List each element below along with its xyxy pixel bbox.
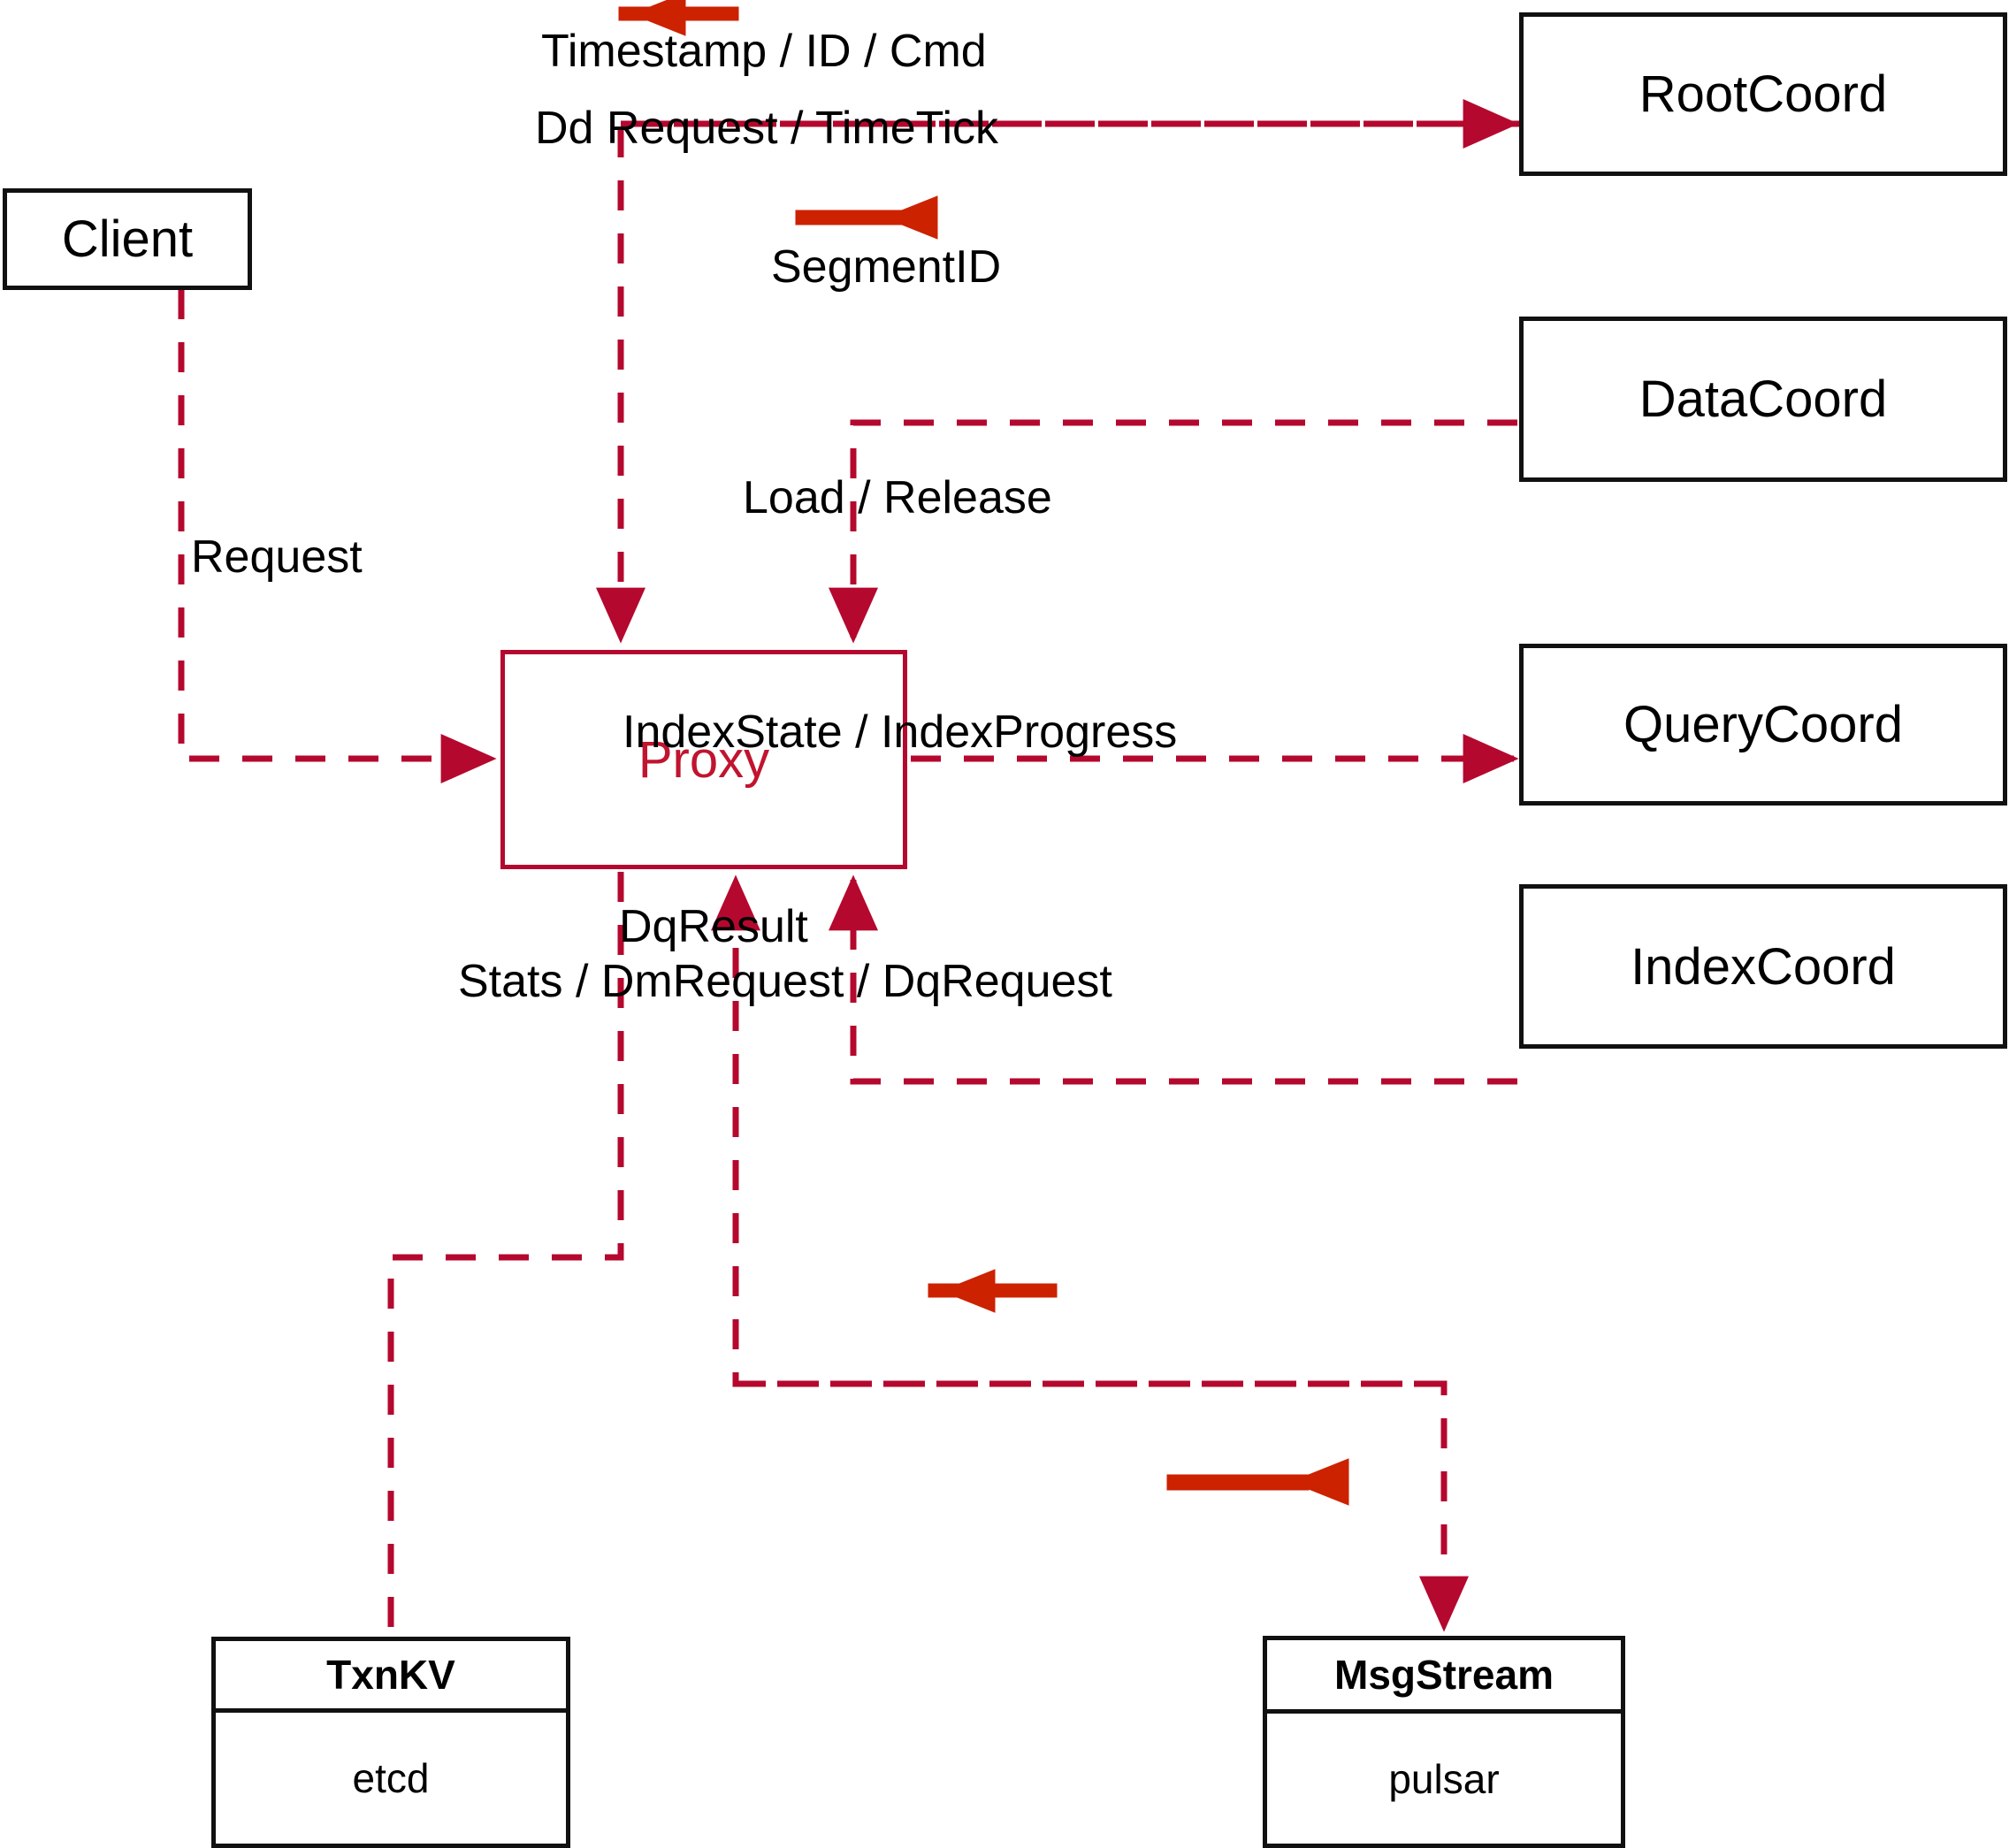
node-txnkv[interactable]: TxnKV etcd [211,1637,570,1848]
node-root-coord-label: RootCoord [1639,65,1888,123]
node-txnkv-header-label: TxnKV [326,1652,455,1698]
node-client-label: Client [61,210,194,268]
node-client[interactable]: Client [3,188,252,290]
node-msgstream-header: MsgStream [1267,1640,1621,1714]
edge-label-timestamp-id-cmd: Timestamp / ID / Cmd [541,26,987,77]
node-index-coord[interactable]: IndexCoord [1519,884,2007,1049]
node-data-coord[interactable]: DataCoord [1519,317,2007,482]
node-msgstream-body-label: pulsar [1388,1755,1500,1802]
node-index-coord-label: IndexCoord [1631,937,1896,996]
edge-label-segment-id: SegmentID [771,241,1002,293]
wire-request [178,289,497,783]
node-data-coord-label: DataCoord [1639,370,1888,428]
node-txnkv-body-label: etcd [352,1755,430,1801]
node-root-coord[interactable]: RootCoord [1519,12,2007,176]
edge-label-request: Request [191,531,363,583]
wire-stats-dm-dq-request [736,1380,1469,1632]
node-query-coord[interactable]: QueryCoord [1519,644,2007,806]
node-proxy[interactable]: Proxy [500,650,907,869]
wire-segment-id [829,419,1517,644]
node-txnkv-body: etcd [216,1713,566,1844]
wire-proxy-txnkv [387,872,624,1634]
edge-label-load-release: Load / Release [743,472,1052,523]
node-proxy-label: Proxy [638,730,770,789]
node-msgstream[interactable]: MsgStream pulsar [1263,1636,1625,1848]
node-msgstream-body: pulsar [1267,1714,1621,1844]
edge-label-stats-dm-dq-request: Stats / DmRequest / DqRequest [458,956,1112,1007]
node-txnkv-header: TxnKV [216,1641,566,1713]
edge-label-index-state-progress: IndexState / IndexProgress [623,706,1178,758]
edge-label-dd-request-timetick: Dd Request / TimeTick [535,103,999,154]
wire-timestamp-id-cmd [596,120,1519,644]
node-msgstream-header-label: MsgStream [1334,1652,1554,1698]
wire-index-state-progress [829,874,1517,1085]
node-query-coord-label: QueryCoord [1623,696,1903,753]
edge-label-dq-result: DqResult [619,901,808,952]
